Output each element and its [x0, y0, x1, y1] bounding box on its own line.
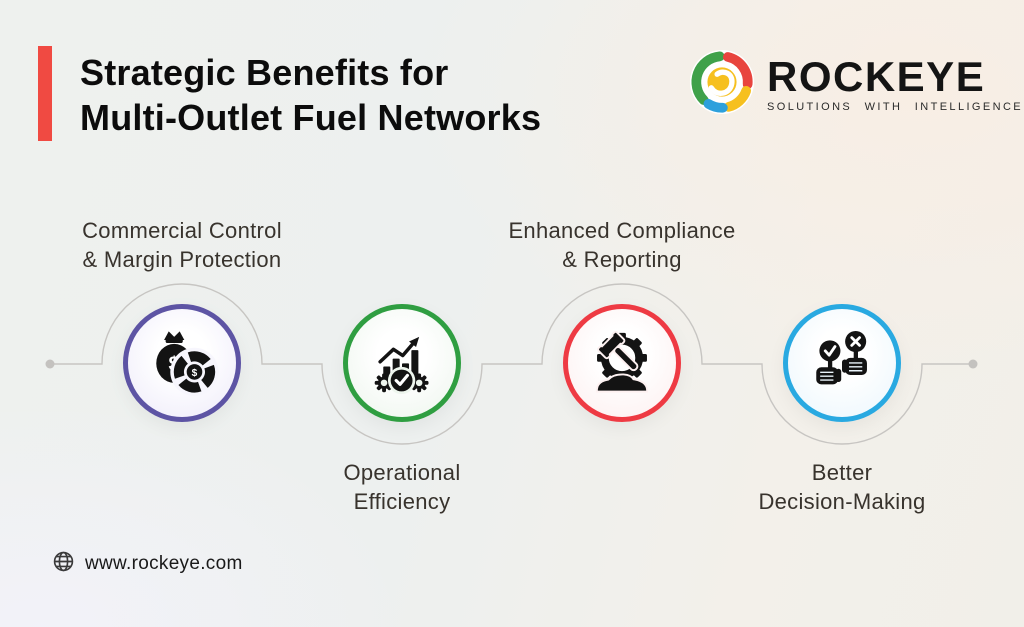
brand-tagline: SOLUTIONS WITH INTELLIGENCE [767, 100, 1024, 113]
svg-text:$: $ [192, 367, 198, 378]
benefit-node-operational-efficiency [343, 304, 461, 422]
benefit-node-enhanced-compliance [563, 304, 681, 422]
approve-reject-hands-icon [803, 322, 881, 405]
benefit-label-better-decision-making: Better Decision-Making [758, 460, 926, 514]
title-accent-bar [38, 46, 52, 141]
growth-chart-gears-icon [363, 322, 441, 405]
timeline-end-dot [968, 359, 978, 369]
page-title: Strategic Benefits for Multi-Outlet Fuel… [80, 52, 542, 138]
website-text: www.rockeye.com [85, 553, 243, 574]
benefit-label-commercial-control: Commercial Control & Margin Protection [82, 218, 282, 272]
brand-block: ROCKEYE SOLUTIONS WITH INTELLIGENCE [688, 48, 1023, 121]
rockeye-swirl-logo-icon [688, 48, 756, 121]
money-bag-donut-chart-icon: $ $ [143, 322, 221, 405]
globe-icon [52, 550, 75, 578]
benefit-node-better-decision-making [783, 304, 901, 422]
footer: www.rockeye.com [52, 550, 243, 578]
brand-wordmark: ROCKEYE [767, 52, 986, 100]
benefit-label-operational-efficiency: Operational Efficiency [343, 460, 461, 514]
benefit-label-enhanced-compliance: Enhanced Compliance & Reporting [508, 218, 736, 272]
gear-gavel-icon [583, 322, 661, 405]
timeline-start-dot [45, 359, 55, 369]
benefit-node-commercial-control: $ $ [123, 304, 241, 422]
